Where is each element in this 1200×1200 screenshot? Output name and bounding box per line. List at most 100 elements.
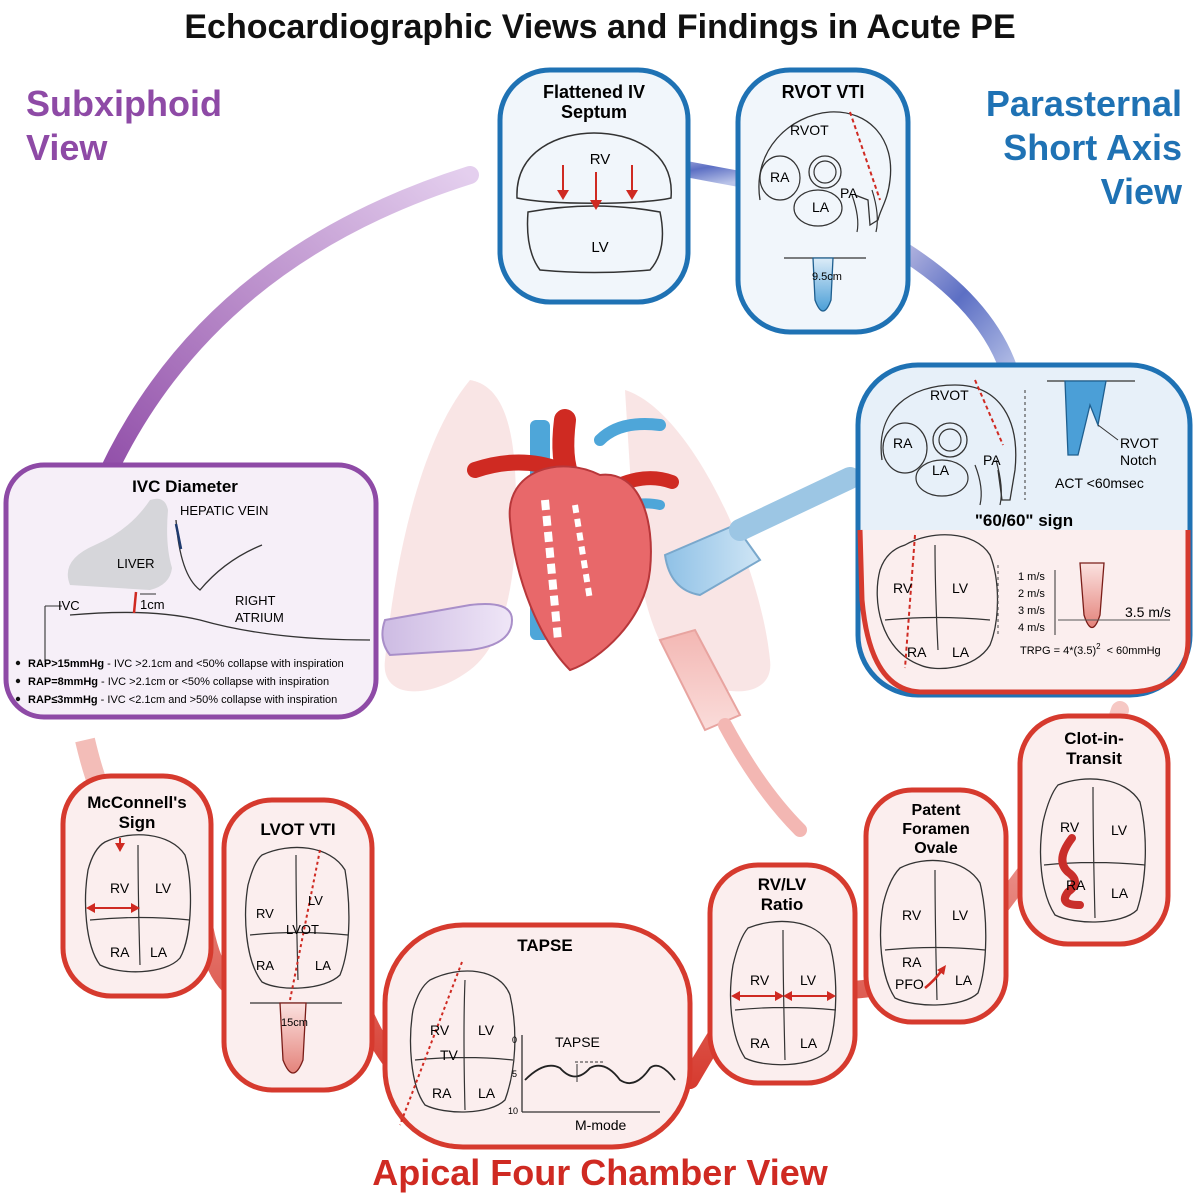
rv-label: RV	[1060, 819, 1080, 835]
panel-title: LVOT VTI	[260, 820, 335, 839]
peak-velocity-label: 3.5 m/s	[1125, 604, 1171, 620]
heart-icon	[467, 409, 679, 672]
rvot-vti-waveform	[812, 257, 834, 312]
mmode-tick: 0	[512, 1035, 517, 1045]
rvot-vti-panel: RVOT VTI RVOT RA LA PA 9.5cm	[735, 67, 911, 335]
subxiphoid-view-heading: Subxiphoid View	[26, 82, 222, 170]
rap-criterion: RAP=8mmHg - IVC >2.1cm or <50% collapse …	[28, 676, 329, 688]
ra-label: RA	[256, 958, 274, 973]
rvot-notch-waveform	[1064, 380, 1107, 456]
pfo-label: PFO	[895, 976, 924, 992]
lv-label: LV	[952, 580, 969, 596]
rvot-label: RVOT	[930, 387, 969, 403]
la-label: LA	[478, 1085, 496, 1101]
sixty-sixty-label: "60/60" sign	[975, 511, 1073, 530]
lv-label: LV	[591, 239, 608, 256]
ra-label: RA	[750, 1035, 770, 1051]
ra-label: RA	[110, 944, 130, 960]
mmode-tick: 5	[512, 1069, 517, 1079]
velocity-tick: 1 m/s	[1018, 571, 1045, 583]
la-label: LA	[150, 944, 168, 960]
panel-title: Patent	[912, 802, 962, 819]
cm-label: 1cm	[140, 597, 165, 612]
rv-label: RV	[902, 907, 922, 923]
rv-label: RV	[430, 1022, 450, 1038]
lv-outline	[526, 205, 664, 274]
liver-shape	[67, 498, 172, 590]
a4c-heart-outline	[876, 534, 999, 670]
panel-title: Transit	[1066, 749, 1122, 768]
ra-label: RA	[893, 435, 913, 451]
subxiphoid-arc	[91, 166, 479, 499]
la-label: LA	[315, 958, 331, 973]
lvot-label: LVOT	[286, 922, 319, 937]
ultrasound-probe-icon	[658, 628, 807, 837]
tapse-panel: TAPSE RV LV TV RA LA 0 5 10 TAPSE M-mode	[382, 922, 693, 1150]
tapse-label: TAPSE	[555, 1034, 600, 1050]
rvlv-ratio-panel: RV/LV Ratio RV LV RA LA	[707, 862, 858, 1086]
a4c-heart-outline	[244, 846, 350, 989]
mcconnell-sign-panel: McConnell's Sign RV LV RA LA	[60, 773, 214, 999]
panel-title: McConnell's	[87, 793, 186, 812]
rv-label: RV	[256, 906, 274, 921]
tv-label: TV	[440, 1047, 459, 1063]
right-atrium-label: ATRIUM	[235, 610, 284, 625]
heart-outline	[758, 111, 892, 227]
panel-title: IVC Diameter	[132, 477, 238, 496]
velocity-tick: 3 m/s	[1018, 605, 1045, 617]
mmode-tick: 10	[508, 1106, 518, 1116]
parasternal-heading-line3: View	[1100, 171, 1182, 212]
subxiphoid-heading-line2: View	[26, 127, 108, 168]
mmode-label: M-mode	[575, 1117, 627, 1133]
psax-heart-outline	[880, 384, 1017, 501]
la-label: LA	[932, 462, 950, 478]
lvot-vti-panel: LVOT VTI RV LV LVOT RA LA 15cm	[221, 797, 375, 1093]
lv-label: LV	[952, 907, 969, 923]
la-label: LA	[1111, 885, 1129, 901]
rap-criterion: RAP>15mmHg - IVC >2.1cm and <50% collaps…	[28, 658, 344, 670]
la-label: LA	[952, 644, 970, 660]
liver-label: LIVER	[117, 556, 155, 571]
subxiphoid-heading-line1: Subxiphoid	[26, 83, 222, 124]
hepatic-vein-label: HEPATIC VEIN	[180, 503, 268, 518]
rv-label: RV	[750, 972, 770, 988]
ivc-wall	[69, 611, 371, 641]
trpg-formula: TRPG = 4*(3.5)2< 60mmHg	[1020, 642, 1161, 657]
rap-criteria-list: RAP>15mmHg - IVC >2.1cm and <50% collaps…	[15, 658, 344, 706]
a4c-heart-outline	[729, 920, 837, 1066]
a4c-heart-outline	[879, 859, 987, 1006]
right-atrium-label: RIGHT	[235, 593, 276, 608]
notch-label: RVOT	[1120, 435, 1159, 451]
lv-label: LV	[308, 893, 323, 908]
clot-in-transit-panel: Clot-in- Transit RV LV RA LA	[1017, 713, 1171, 947]
lv-label: LV	[1111, 822, 1128, 838]
lvot-doppler-line	[289, 849, 321, 1001]
act-label: ACT <60msec	[1055, 475, 1144, 491]
pa-label: PA	[983, 452, 1001, 468]
ra-label: RA	[907, 644, 927, 660]
panel-title: Foramen	[902, 821, 970, 838]
rv-label: RV	[110, 880, 130, 896]
rvot-label: RVOT	[790, 122, 829, 138]
panel-title: RV/LV	[758, 875, 807, 894]
parasternal-heading-line2: Short Axis	[1003, 127, 1182, 168]
tapse-mmode-trace	[524, 1064, 676, 1084]
rv-label: RV	[590, 151, 611, 168]
velocity-tick: 2 m/s	[1018, 588, 1045, 600]
pfo-panel: Patent Foramen Ovale RV LV RA PFO LA	[863, 787, 1009, 1025]
ra-label: RA	[902, 954, 922, 970]
lv-label: LV	[155, 880, 172, 896]
ivc-label: IVC	[58, 598, 80, 613]
ivc-measure-mark	[132, 591, 138, 614]
ra-label: RA	[1066, 877, 1086, 893]
rv-outline	[516, 132, 672, 204]
lv-label: LV	[800, 972, 817, 988]
velocity-scale: 1 m/s 2 m/s 3 m/s 4 m/s	[1018, 571, 1045, 634]
aortic-valve	[808, 155, 842, 189]
ultrasound-probe-icon	[381, 603, 514, 657]
panel-title: Septum	[561, 102, 627, 122]
a4c-heart-outline	[84, 834, 192, 973]
septal-pressure-arrows	[557, 165, 638, 210]
notch-label: Notch	[1120, 452, 1157, 468]
